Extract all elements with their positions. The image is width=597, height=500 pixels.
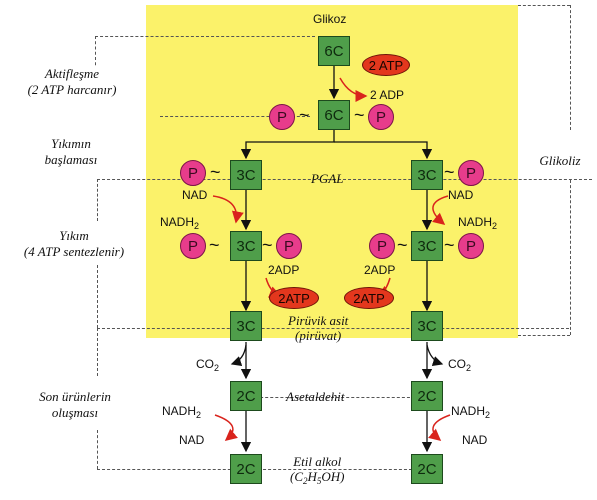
end-products-label: Son ürünlerin oluşması <box>20 389 130 421</box>
breakdown-stage-label: Yıkım (4 ATP sentezlenir) <box>4 228 144 260</box>
phosphate-left-pgal: P <box>180 160 206 186</box>
nadh-left-bottom-label: NADH2 <box>162 404 202 420</box>
guide-line-left-end-bottom <box>97 430 98 469</box>
co2-right-label: CO2 <box>448 357 472 373</box>
bond-right-a: ~ <box>397 235 408 255</box>
guide-line-top <box>95 36 315 37</box>
bond-right-b: ~ <box>444 235 455 255</box>
fructose-6c-box: 6C <box>318 100 350 130</box>
nadh-right-bottom-label: NADH2 <box>451 404 491 420</box>
nadh-right-label: NADH2 <box>458 215 498 231</box>
glycolysis-label: Glikoliz <box>528 153 592 169</box>
pgal-left-box: 3C <box>230 160 262 190</box>
atp-produced-left-badge: 2ATP <box>269 287 319 309</box>
guide-line-activation <box>160 116 310 117</box>
pyruvate-left-box: 3C <box>230 311 262 341</box>
ethanol-left-box: 2C <box>230 454 262 484</box>
nadh-left-label: NADH2 <box>160 215 200 231</box>
bond-left-pgal: ~ <box>210 162 221 182</box>
bond-right-6c: ~ <box>354 105 365 125</box>
glucose-6c-box: 6C <box>318 36 350 66</box>
guide-line-glikoliz-bottom <box>518 335 570 336</box>
guide-line-left-low <box>97 265 98 328</box>
arrow-co2-right <box>426 344 444 367</box>
phosphate-left-b: P <box>276 233 302 259</box>
ethanol-label: Etil alkol (C2H5OH) <box>290 454 345 486</box>
adp-produced-label: 2 ADP <box>370 88 405 102</box>
bond-right-pgal: ~ <box>444 162 455 182</box>
bpg-right-box: 3C <box>411 231 443 261</box>
guide-line-asetaldehit <box>250 397 415 398</box>
bond-left-a: ~ <box>209 235 220 255</box>
guide-line-piruvik <box>97 328 569 329</box>
ethanol-right-box: 2C <box>411 454 443 484</box>
phosphate-right-b: P <box>458 233 484 259</box>
atp-consumed-badge: 2 ATP <box>362 54 410 76</box>
arrow-co2-left <box>230 344 247 367</box>
pgal-right-box: 3C <box>411 160 443 190</box>
guide-line-glikoliz-lower <box>570 180 571 335</box>
nad-right-label: NAD <box>448 188 474 202</box>
acetaldehyde-right-box: 2C <box>411 381 443 411</box>
nad-left-bottom-label: NAD <box>179 433 205 447</box>
bond-left-b: ~ <box>262 235 273 255</box>
guide-line-left-mid <box>97 179 98 221</box>
arrow-nadh-right <box>428 414 451 441</box>
guide-line-left-end-top <box>97 328 98 376</box>
nad-left-label: NAD <box>182 188 208 202</box>
co2-left-label: CO2 <box>196 357 220 373</box>
pyruvate-right-box: 3C <box>411 311 443 341</box>
phosphate-right-pgal: P <box>458 160 484 186</box>
phosphate-left-6c: P <box>269 104 295 130</box>
phosphate-left-a: P <box>180 233 206 259</box>
activation-stage-label: Aktifleşme (2 ATP harcanır) <box>4 66 140 98</box>
adp-right-label: 2ADP <box>364 263 396 277</box>
breakdown-start-label: Yıkımın başlaması <box>26 136 116 168</box>
pyruvate-label: Pirüvik asit (pirüvat) <box>288 313 349 343</box>
arrow-nadh-left <box>214 414 238 441</box>
guide-line-pgal <box>97 179 592 180</box>
guide-line-glikoliz-upper <box>570 5 571 130</box>
glucose-label: Glikoz <box>313 12 347 26</box>
phosphate-right-6c: P <box>368 104 394 130</box>
phosphate-right-a: P <box>369 233 395 259</box>
bond-left-6c: ~ <box>299 105 310 125</box>
adp-left-label: 2ADP <box>268 263 300 277</box>
guide-line-left-top <box>95 36 96 81</box>
pgal-label: PGAL <box>311 171 344 186</box>
acetaldehyde-left-box: 2C <box>230 381 262 411</box>
acetaldehyde-label: Asetaldehit <box>286 389 345 404</box>
nad-right-bottom-label: NAD <box>462 433 488 447</box>
atp-produced-right-badge: 2ATP <box>344 287 394 309</box>
guide-line-glikoliz-top <box>518 5 570 6</box>
ethanol-formula: (C2H5OH) <box>290 468 345 486</box>
bpg-left-box: 3C <box>230 231 262 261</box>
